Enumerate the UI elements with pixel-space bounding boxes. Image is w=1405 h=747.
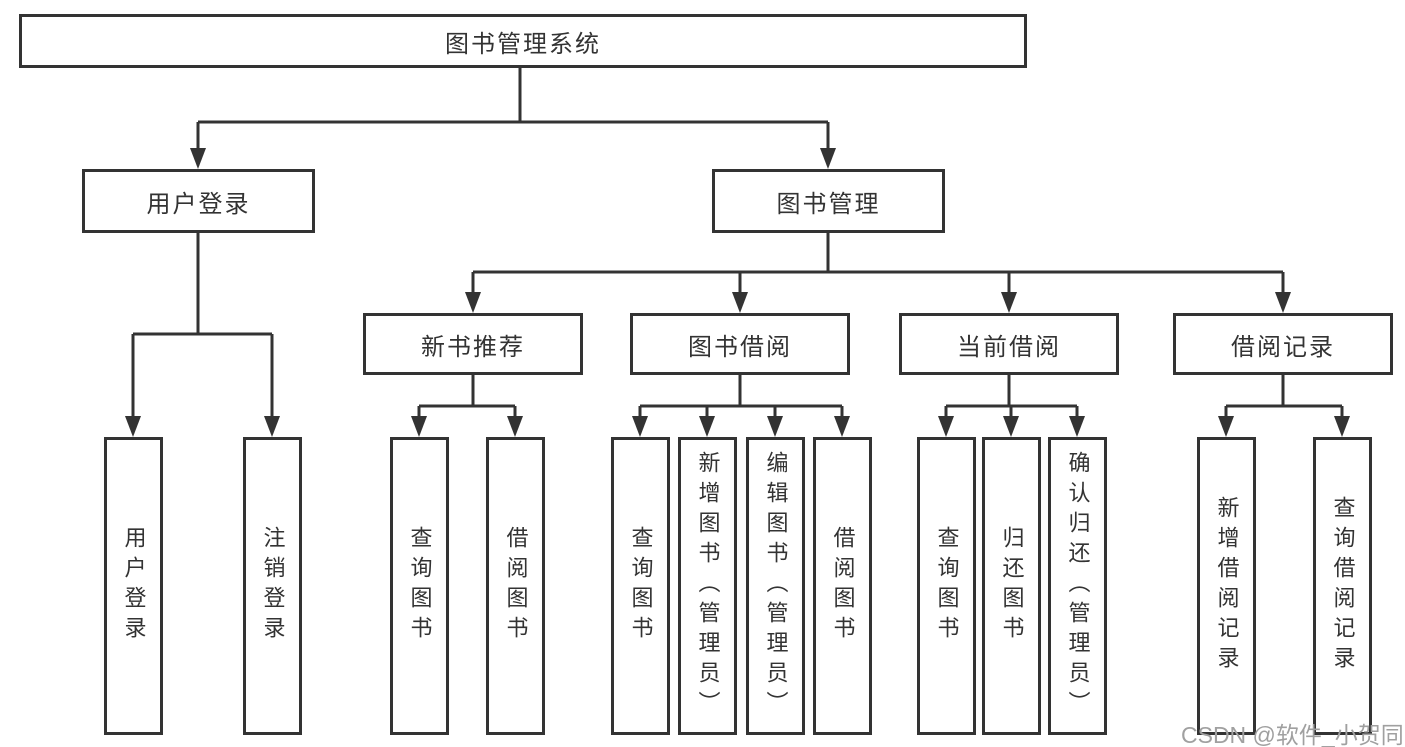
- leaf-query-borrow-record: 查询借阅记录: [1313, 437, 1372, 735]
- connector-borrow-records-to-children: [1224, 375, 1344, 417]
- connector-current-borrow-to-children: [944, 375, 1079, 417]
- leaf-add-book-admin: 新增图书（管理员）: [678, 437, 737, 735]
- arrow-down-icon: [699, 416, 715, 437]
- leaf-query-books-current: 查询图书: [917, 437, 976, 735]
- connector-book-borrow-to-children: [638, 375, 844, 417]
- node-new-book-recommend: 新书推荐: [363, 313, 583, 375]
- arrowheads: [125, 148, 1350, 437]
- connector-new-book-recommend-to-children: [417, 375, 517, 417]
- leaf-add-borrow-record: 新增借阅记录: [1197, 437, 1256, 735]
- leaf-confirm-return-admin: 确认归还（管理员）: [1048, 437, 1107, 735]
- leaf-query-books-borrow: 查询图书: [611, 437, 670, 735]
- arrow-down-icon: [834, 416, 850, 437]
- arrow-down-icon: [190, 148, 206, 169]
- connector-book-management-to-level2: [471, 233, 1285, 294]
- csdn-watermark: CSDN @软件_小贺同学: [1181, 722, 1405, 747]
- node-user-login: 用户登录: [82, 169, 315, 233]
- node-book-borrow: 图书借阅: [630, 313, 850, 375]
- arrow-down-icon: [465, 292, 481, 313]
- arrow-down-icon: [732, 292, 748, 313]
- arrow-down-icon: [125, 416, 141, 437]
- connector-user-login-to-children: [131, 233, 274, 417]
- leaf-borrow-books: 借阅图书: [813, 437, 872, 735]
- arrow-down-icon: [411, 416, 427, 437]
- node-library-management-system: 图书管理系统: [19, 14, 1027, 68]
- arrow-down-icon: [1069, 416, 1085, 437]
- arrow-down-icon: [264, 416, 280, 437]
- arrow-down-icon: [507, 416, 523, 437]
- leaf-edit-book-admin: 编辑图书（管理员）: [746, 437, 805, 735]
- leaf-query-books-recommend: 查询图书: [390, 437, 449, 735]
- arrow-down-icon: [1334, 416, 1350, 437]
- arrow-down-icon: [1275, 292, 1291, 313]
- arrow-down-icon: [820, 148, 836, 169]
- leaf-user-login: 用户登录: [104, 437, 163, 735]
- leaf-borrow-books-recommend: 借阅图书: [486, 437, 545, 735]
- leaf-logout: 注销登录: [243, 437, 302, 735]
- arrow-down-icon: [938, 416, 954, 437]
- node-current-borrow: 当前借阅: [899, 313, 1119, 375]
- arrow-down-icon: [632, 416, 648, 437]
- arrow-down-icon: [1218, 416, 1234, 437]
- arrow-down-icon: [1003, 416, 1019, 437]
- node-borrow-records: 借阅记录: [1173, 313, 1393, 375]
- leaf-return-book: 归还图书: [982, 437, 1041, 735]
- node-book-management: 图书管理: [712, 169, 945, 233]
- arrow-down-icon: [1001, 292, 1017, 313]
- connector-root-to-level1: [196, 68, 830, 150]
- arrow-down-icon: [767, 416, 783, 437]
